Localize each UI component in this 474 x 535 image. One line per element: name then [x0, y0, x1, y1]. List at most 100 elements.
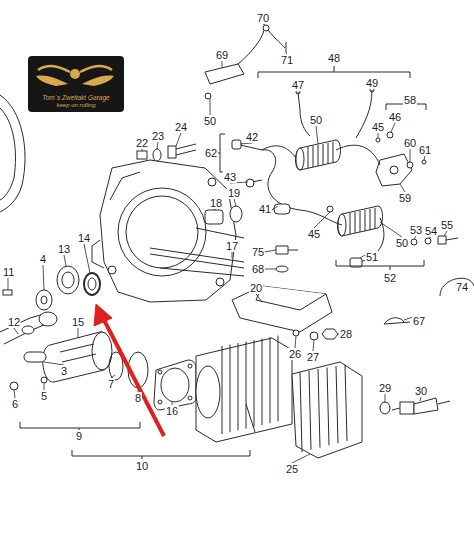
red-arrow	[94, 304, 112, 326]
callout-number: 68	[251, 263, 265, 275]
lamp	[205, 25, 286, 99]
crankcase	[216, 278, 224, 286]
cover-plate	[232, 286, 332, 332]
wire	[262, 150, 342, 225]
cylinder-stud	[160, 268, 244, 276]
leader-line	[444, 231, 447, 236]
leader-line	[263, 24, 265, 25]
washer	[205, 210, 223, 224]
cylinder	[222, 336, 278, 435]
cylinder-stud	[150, 254, 244, 268]
bearing	[36, 290, 52, 310]
ignition-coil	[360, 211, 361, 232]
contact-breaker	[376, 132, 426, 186]
bearing	[62, 272, 74, 288]
nut	[310, 332, 318, 340]
wire	[240, 145, 262, 150]
callout-number: 55	[440, 219, 454, 231]
spark-plug	[414, 398, 438, 414]
leader-line	[8, 24, 447, 463]
leader-line	[429, 237, 431, 238]
leader-line	[316, 126, 318, 144]
cylinder-stud	[196, 228, 244, 238]
ignition-coil	[296, 140, 341, 170]
ignition-coil	[328, 143, 329, 164]
leader-line	[414, 236, 416, 239]
cylinder-stud	[150, 228, 244, 276]
wire	[336, 145, 380, 165]
screw	[446, 238, 458, 240]
screw	[276, 246, 288, 254]
watermark-logo	[28, 56, 124, 112]
callout-number: 41	[258, 203, 272, 215]
leader-line	[234, 199, 236, 206]
cylinder-gasket	[188, 364, 192, 368]
callout-number: 10	[135, 460, 149, 472]
bolt	[176, 144, 196, 149]
screw	[288, 250, 298, 251]
group-bracket	[20, 66, 426, 459]
screw	[438, 236, 446, 244]
screw	[411, 239, 417, 245]
crankcase	[100, 160, 236, 302]
cylinder-head	[327, 368, 329, 446]
bolt	[168, 146, 176, 158]
bolt	[153, 149, 161, 161]
ignition-coil	[308, 147, 309, 168]
spark-plug	[400, 402, 414, 414]
connecting-rod	[39, 312, 57, 326]
callout-number: 7	[107, 378, 115, 390]
ignition-coil	[350, 213, 351, 234]
callout-number: 23	[151, 130, 165, 142]
clamp	[384, 322, 410, 324]
callout-number: 28	[339, 328, 353, 340]
crankcase	[92, 160, 236, 302]
leader-line	[84, 244, 90, 273]
wire-plug	[246, 179, 254, 187]
screw	[411, 236, 458, 245]
callout-number: 51	[365, 251, 379, 263]
piston	[60, 344, 96, 362]
callout-number: 19	[227, 187, 241, 199]
cylinder-head	[318, 369, 320, 448]
wire	[356, 90, 372, 138]
callout-number: 4	[39, 253, 47, 265]
piston-ring	[440, 278, 474, 296]
leader-line	[256, 294, 262, 302]
leader-line	[176, 133, 181, 146]
leader-line	[240, 143, 252, 144]
leader-line	[214, 209, 216, 210]
callout-number: 29	[378, 382, 392, 394]
crankcase	[108, 266, 116, 274]
watermark-logo	[82, 76, 114, 86]
lamp	[205, 64, 244, 84]
leader-line	[14, 390, 15, 398]
cylinder	[238, 343, 239, 430]
callout-number: 5	[40, 390, 48, 402]
callout-number: 27	[306, 351, 320, 363]
callout-number: 15	[71, 316, 85, 328]
leader-line	[313, 340, 314, 351]
cylinder-head	[292, 362, 362, 458]
callout-number: 46	[388, 111, 402, 123]
screw	[276, 246, 298, 272]
leader-line	[14, 328, 18, 334]
cylinder-gasket	[188, 396, 192, 400]
cylinder	[262, 339, 263, 426]
leader-line	[420, 397, 421, 401]
cylinder	[196, 336, 292, 443]
callout-number: 11	[2, 266, 15, 278]
clamp	[384, 318, 410, 324]
bearing	[3, 290, 12, 295]
spark-plug	[438, 401, 450, 404]
callout-number: 16	[165, 405, 179, 417]
callout-number: 53	[409, 224, 423, 236]
flywheel	[0, 95, 25, 212]
cylinder-gasket	[158, 400, 162, 404]
callout-number: 18	[209, 197, 223, 209]
group-bracket	[334, 66, 335, 72]
callout-number: 30	[414, 385, 428, 397]
leader-line	[292, 454, 310, 463]
watermark-text: Tom´s Zweitakt Garage	[41, 94, 110, 101]
